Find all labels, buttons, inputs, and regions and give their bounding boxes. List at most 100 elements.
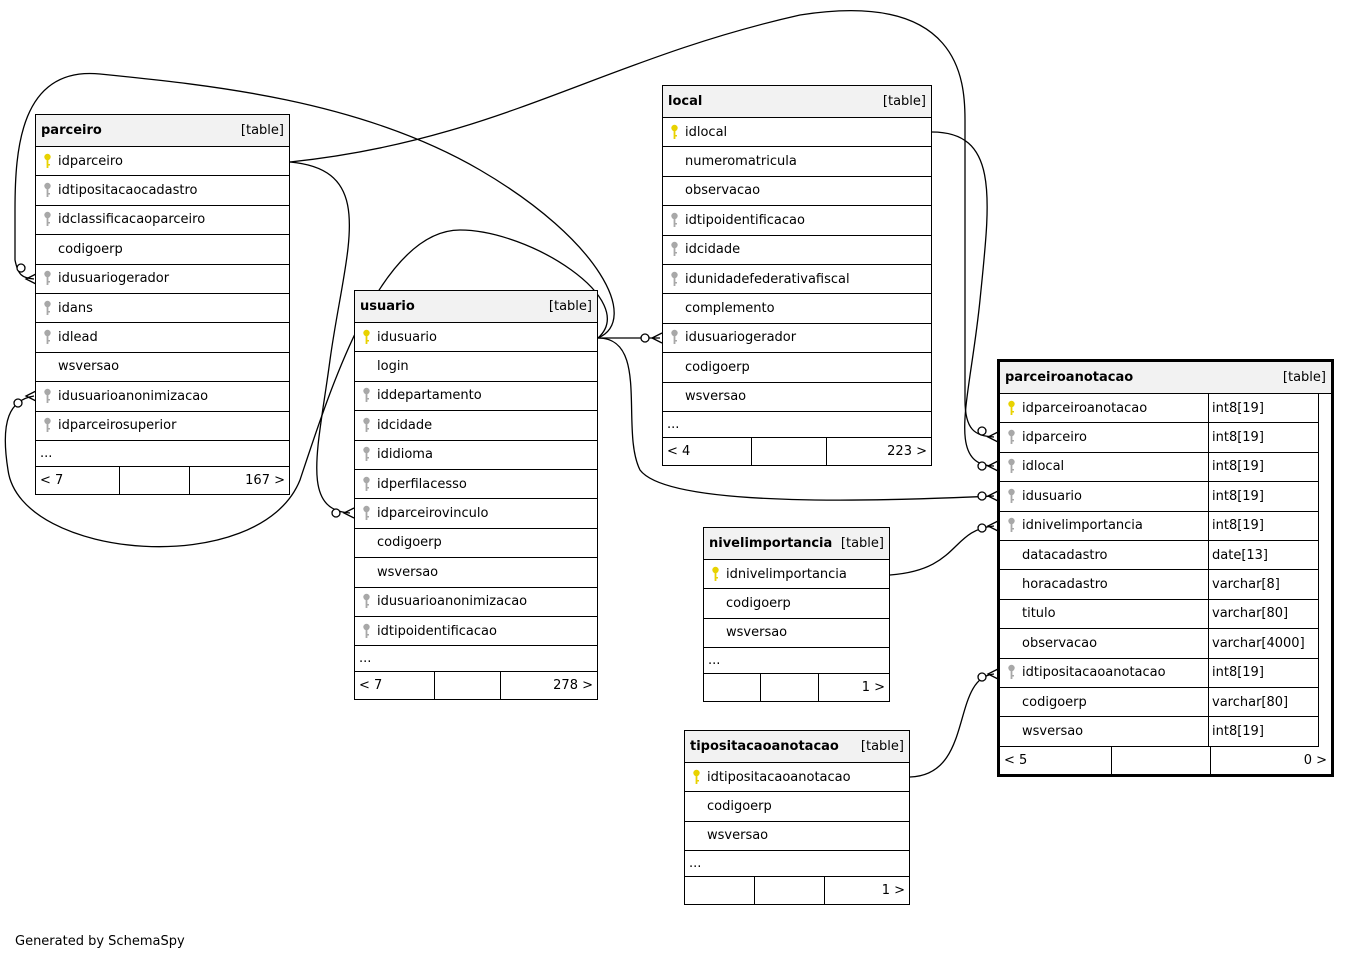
- column-row[interactable]: wsversao: [663, 383, 931, 412]
- more-columns[interactable]: ...: [355, 646, 597, 673]
- foreign-key-icon: [1000, 664, 1022, 681]
- column-row[interactable]: codigoerp: [685, 792, 909, 822]
- column-row[interactable]: observacao: [663, 177, 931, 207]
- column-row[interactable]: idusuarioanonimizacao: [355, 588, 597, 617]
- column-row[interactable]: idusuariogerador: [36, 265, 289, 294]
- more-columns-label: ...: [708, 653, 721, 669]
- column-row[interactable]: codigoerp: [355, 529, 597, 559]
- column-row[interactable]: idtipoidentificacao: [663, 206, 931, 236]
- column-row[interactable]: codigoerp: [704, 589, 889, 619]
- column-row[interactable]: idlead: [36, 323, 289, 353]
- parents-count[interactable]: < 4: [663, 437, 752, 465]
- column-row[interactable]: idparceirovinculo: [355, 499, 597, 529]
- table-footer: 1 >: [685, 877, 909, 905]
- foreign-key-icon: [1000, 517, 1022, 534]
- column-row[interactable]: ididioma: [355, 441, 597, 470]
- column-row[interactable]: idtipoidentificacao: [355, 617, 597, 647]
- rel-end-marker: [13, 398, 23, 408]
- more-columns[interactable]: ...: [663, 412, 931, 438]
- table-type-label: [table]: [548, 299, 592, 314]
- column-row[interactable]: login: [355, 352, 597, 382]
- rel-end-marker: [331, 508, 341, 518]
- crow-foot: [986, 431, 999, 443]
- column-name: idlead: [58, 330, 98, 346]
- column-row[interactable]: wsversao: [685, 822, 909, 852]
- column-row[interactable]: idtipositacaoanotacao: [685, 763, 909, 793]
- children-count[interactable]: 167 >: [245, 472, 285, 488]
- table-type-label: [table]: [240, 123, 284, 138]
- column-row[interactable]: idlocal: [663, 118, 931, 148]
- more-columns[interactable]: ...: [36, 441, 289, 467]
- column-row[interactable]: complemento: [663, 294, 931, 324]
- column-row[interactable]: wsversao: [704, 619, 889, 649]
- column-row[interactable]: idcidade: [355, 411, 597, 441]
- parents-count[interactable]: [685, 877, 755, 905]
- foreign-key-icon: [663, 212, 685, 229]
- rel-tipo-anotacao: [909, 673, 995, 778]
- column-row[interactable]: idperfilacesso: [355, 470, 597, 500]
- column-row[interactable]: wsversao: [355, 558, 597, 588]
- more-columns[interactable]: ...: [704, 648, 889, 675]
- table-name: tipositacaoanotacao: [690, 739, 839, 754]
- children-count[interactable]: 1 >: [861, 680, 885, 696]
- footer-spacer: [120, 466, 190, 494]
- more-columns-label: ...: [689, 856, 702, 872]
- column-name: idparceiroanotacao: [1022, 400, 1148, 416]
- column-row[interactable]: wsversao: [36, 353, 289, 383]
- column-row[interactable]: idparceiro: [36, 147, 289, 177]
- parents-count[interactable]: < 5: [1000, 746, 1112, 774]
- column-row[interactable]: idunidadefederativafiscal: [663, 265, 931, 295]
- table-parceiroanotacao[interactable]: parceiroanotacao[table]idparceiroanotaca…: [997, 359, 1334, 777]
- column-row[interactable]: idusuario: [355, 323, 597, 353]
- column-row[interactable]: idans: [36, 294, 289, 324]
- column-row[interactable]: idcidade: [663, 236, 931, 265]
- children-count[interactable]: 1 >: [881, 883, 905, 899]
- column-row[interactable]: codigoerp: [663, 353, 931, 383]
- column-row[interactable]: numeromatricula: [663, 147, 931, 177]
- parents-count[interactable]: [704, 674, 761, 702]
- children-count[interactable]: 278 >: [553, 678, 593, 694]
- children-count[interactable]: 0 >: [1303, 752, 1327, 768]
- table-footer: < 7 278 >: [355, 672, 597, 700]
- rel-end-marker: [977, 461, 987, 471]
- table-name: parceiroanotacao: [1005, 370, 1134, 385]
- column-name: ididioma: [377, 447, 433, 463]
- more-columns-label: ...: [359, 651, 372, 667]
- more-columns[interactable]: ...: [685, 851, 909, 878]
- column-row[interactable]: idtipositacaocadastro: [36, 176, 289, 206]
- column-row[interactable]: idusuariogerador: [663, 324, 931, 354]
- column-row[interactable]: codigoerp: [36, 235, 289, 265]
- parents-count[interactable]: < 7: [36, 466, 120, 494]
- column-row[interactable]: iddepartamento: [355, 382, 597, 412]
- crow-foot: [986, 520, 999, 532]
- foreign-key-icon: [355, 593, 377, 610]
- children-count[interactable]: 223 >: [887, 443, 927, 459]
- column-row[interactable]: idnivelimportancia: [704, 560, 889, 590]
- column-row[interactable]: idclassificacaoparceiro: [36, 206, 289, 236]
- table-footer: < 4 223 >: [663, 437, 931, 465]
- column-row[interactable]: idparceirosuperior: [36, 412, 289, 441]
- column-row[interactable]: idusuarioanonimizacao: [36, 382, 289, 412]
- table-tipositacaoanotacao[interactable]: tipositacaoanotacao[table]idtipositacaoa…: [684, 730, 910, 906]
- column-name: titulo: [1022, 606, 1056, 622]
- primary-key-icon: [36, 153, 58, 170]
- table-nivelimportancia[interactable]: nivelimportancia[table]idnivelimportanci…: [703, 527, 890, 703]
- parents-count[interactable]: < 7: [355, 672, 435, 700]
- column-name: idusuariogerador: [685, 330, 797, 346]
- column-datatype: date[13]: [1208, 540, 1318, 570]
